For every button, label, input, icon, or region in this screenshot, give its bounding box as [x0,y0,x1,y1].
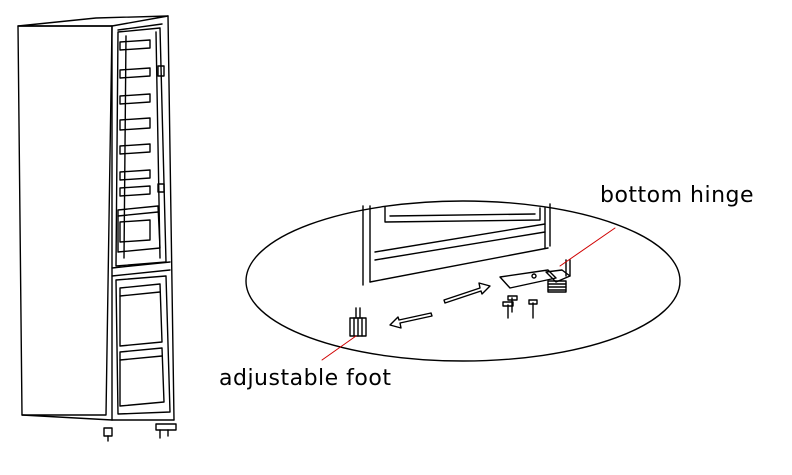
detail-ellipse [245,200,681,362]
fridge-cabinet-illustration [17,15,177,442]
crisper-drawer [117,205,161,253]
bottom-hinge-part [499,259,571,293]
move-arrows [389,282,491,329]
hinge-leader-line [559,227,616,267]
hinge-screws [502,295,538,319]
foot-leader-line [321,335,357,361]
cabinet-bottom [362,203,551,286]
bottom-hinge-label: bottom hinge [600,183,755,208]
fridge-right-edge [167,15,175,421]
fridge-compartment [115,27,167,267]
fridge-top-surface [17,15,169,27]
fridge-bottom-parts [103,423,177,442]
fridge-shelves [119,39,151,197]
freezer-compartment [115,275,171,415]
adjustable-foot-part [349,307,367,337]
detail-view [245,200,681,362]
arrow-to-foot [389,312,433,329]
arrow-to-hinge [443,282,491,304]
fridge-side-panel [17,25,113,416]
adjustable-foot-label: adjustable foot [219,366,392,391]
